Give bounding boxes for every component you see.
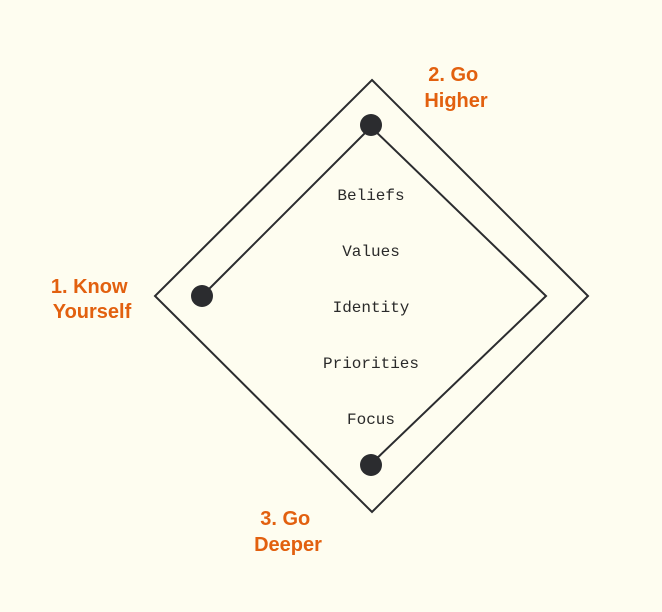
center-word-focus: Focus — [347, 411, 395, 429]
label-go-higher: 2. Go Higher — [424, 64, 488, 112]
outer-diamond — [153, 78, 590, 514]
center-word-beliefs: Beliefs — [337, 187, 404, 205]
label-go-higher-line2: Higher — [424, 90, 488, 112]
know-yourself-dot — [191, 285, 213, 307]
center-word-identity: Identity — [333, 299, 410, 317]
label-go-higher-line1: 2. Go — [428, 64, 478, 86]
go-higher-dot — [360, 114, 382, 136]
center-word-priorities: Priorities — [323, 355, 419, 373]
label-know-yourself-line2: Yourself — [53, 301, 132, 323]
label-go-deeper-line2: Deeper — [254, 534, 322, 556]
center-word-values: Values — [342, 243, 400, 261]
inner-path — [201, 125, 548, 465]
label-know-yourself-line1: 1. Know — [51, 276, 128, 298]
label-go-deeper-line1: 3. Go — [260, 508, 310, 530]
label-know-yourself: 1. Know Yourself — [51, 276, 133, 323]
label-go-deeper: 3. Go Deeper — [254, 508, 322, 556]
go-deeper-dot — [360, 454, 382, 476]
